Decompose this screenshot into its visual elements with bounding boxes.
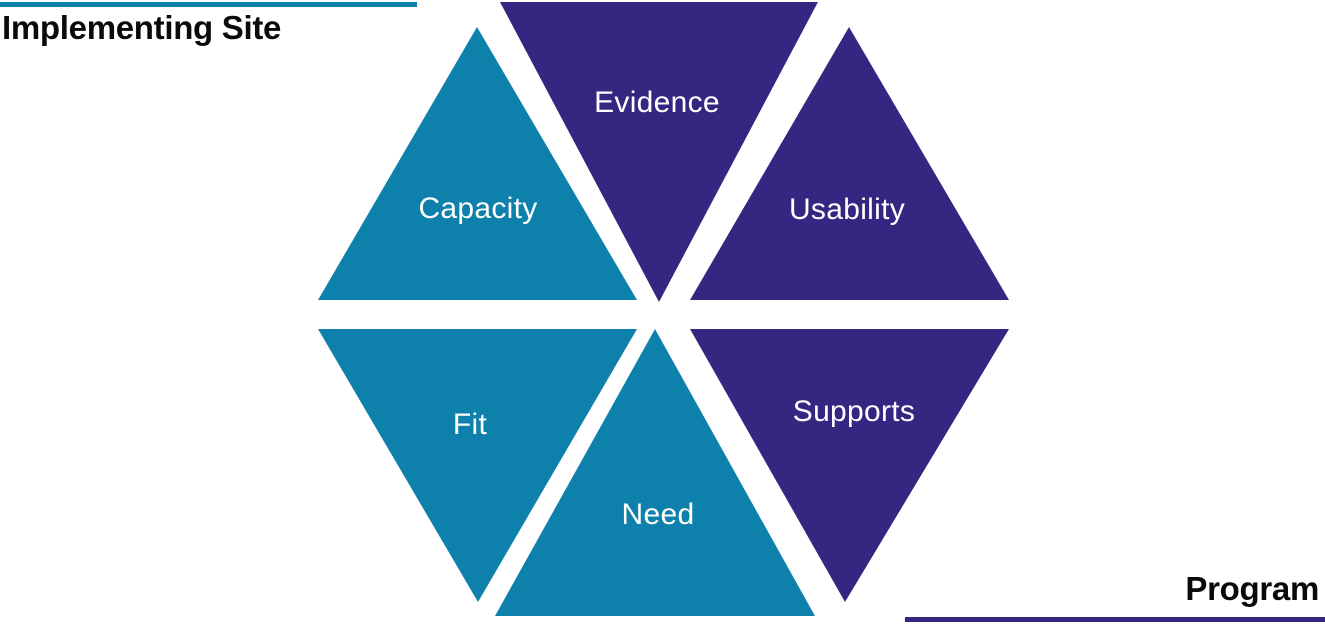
- implementing-site-title: Implementing Site: [2, 9, 282, 46]
- triangle-label-need: Need: [621, 498, 695, 531]
- program-rule: [905, 617, 1325, 622]
- triangle-label-evidence: Evidence: [594, 86, 720, 119]
- triangle-label-usability: Usability: [788, 193, 906, 226]
- triangle-label-capacity: Capacity: [418, 192, 538, 225]
- triangle-label-fit: Fit: [452, 408, 488, 441]
- triangle-label-supports: Supports: [792, 395, 916, 428]
- implementing-site-rule: [0, 2, 417, 7]
- program-title: Program: [1185, 570, 1319, 607]
